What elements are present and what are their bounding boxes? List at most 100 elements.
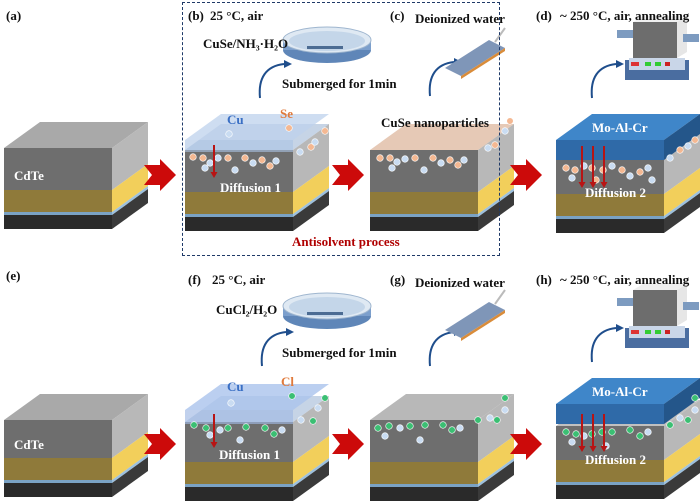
cube-e-glass-front (4, 483, 112, 497)
cube-h-glass-side (664, 459, 700, 499)
diffusion-arrow-f-head (210, 442, 218, 448)
d-se-particle (636, 168, 644, 176)
cap-layer-d-front (556, 140, 664, 160)
flow-arrow-b (258, 63, 285, 99)
annealing-furnace-d-tube-right (683, 34, 699, 42)
cuse-nanoparticles-label: CuSe nanoparticles (381, 115, 489, 130)
b-cu-particle (225, 130, 233, 138)
annealing-furnace-d-chamber-front (633, 22, 677, 58)
cube-g-glass-front (370, 487, 478, 501)
f-cu-particle (216, 426, 224, 434)
bottom-e-f-process-arrow (144, 428, 176, 460)
cube-f-cdte-side (293, 396, 329, 462)
cube-c-tco-front (370, 214, 478, 217)
cap-layer-d-top (556, 114, 700, 140)
f-cu-particle (297, 416, 305, 424)
diffusion-arrow-d-1-head (578, 182, 586, 188)
h-cu-particle (691, 406, 699, 414)
cube-f-glass-front (185, 487, 293, 501)
cube-d-gold-front (556, 194, 664, 216)
c-se-particle (446, 156, 454, 164)
b-se-particle (224, 154, 232, 162)
diffusion-arrow-h-3-head (600, 446, 608, 452)
b-se-particle (307, 143, 315, 151)
g-cl-particle (421, 421, 429, 429)
cube-a-tco-front (4, 212, 112, 215)
b-se-particle (189, 153, 197, 161)
cap-layer-h-top (556, 378, 700, 404)
rinsed-sample-c-edge (461, 48, 505, 79)
panel-f-condition: 25 °C, air (212, 272, 266, 287)
diffusion-arrow-d-2-head (589, 182, 597, 188)
f-cu-particle (314, 404, 322, 412)
b-se-particle (258, 156, 266, 164)
antisolvent-process-caption: Antisolvent process (292, 234, 400, 249)
h-cl-particle (636, 432, 644, 440)
cap-layer-h-side (664, 378, 700, 424)
g-cl-particle (406, 422, 414, 430)
cube-a-cdte-side (112, 122, 148, 190)
cube-c-glass-side (478, 191, 514, 231)
flow-arrow-d-head (616, 60, 624, 68)
f-cl-particle (190, 421, 198, 429)
annealing-furnace-h-button-3 (665, 330, 670, 334)
f-cl-particle (224, 424, 232, 432)
d-cu-particle (568, 174, 576, 182)
panel-c-label: (c) (390, 8, 405, 23)
cube-a-gold-side (112, 164, 148, 212)
h-cl-particle (572, 430, 580, 438)
cube-d-tco-front (556, 216, 664, 219)
g-cu-particle (396, 424, 404, 432)
panel-g-label: (g) (390, 272, 406, 287)
cube-a-gold-front (4, 190, 112, 212)
annealing-furnace-h-tube-right (683, 302, 699, 310)
cu-ion-label-f: Cu (227, 379, 244, 394)
cube-g-tco-side (478, 458, 514, 487)
diffusion-arrow-h-1-head (578, 446, 586, 452)
g-cu-particle (381, 432, 389, 440)
f-cu-particle (206, 431, 214, 439)
d-cu-particle (648, 176, 656, 184)
cube-b-gold-side (293, 166, 329, 214)
cube-b-solution-film-front (185, 140, 293, 152)
cap-layer-h-front (556, 404, 664, 424)
flow-arrow-c (428, 61, 455, 97)
cube-b-glass-front (185, 217, 293, 231)
flow-arrow-f-head (286, 328, 294, 336)
cube-f-solution-film-front (185, 410, 293, 424)
g-cl-particle (493, 416, 501, 424)
cube-e-cdte-front (4, 420, 112, 458)
d-se-particle (676, 146, 684, 154)
g-cl-particle (385, 422, 393, 430)
diffusion-arrow-b-head (210, 172, 218, 178)
g-cu-particle (416, 436, 424, 444)
panel-g-rinse: Deionized water (415, 275, 505, 290)
g-cu-particle (501, 406, 509, 414)
h-cl-particle (562, 428, 570, 436)
cube-b-solution-film-top (185, 114, 329, 140)
c-cu-particle (501, 127, 509, 135)
cube-b-glass-side (293, 191, 329, 231)
panel-b-step: Submerged for 1min (282, 76, 397, 91)
b-se-particle (321, 127, 329, 135)
antisolvent-process-box (182, 2, 500, 256)
cube-e-tco-front (4, 480, 112, 483)
panel-f-label: (f) (188, 272, 201, 287)
h-cl-particle (626, 426, 634, 434)
cube-e-tco-side (112, 454, 148, 483)
cube-e-gold-front (4, 458, 112, 480)
h-cu-particle (568, 438, 576, 446)
cube-g-glass-side (478, 461, 514, 501)
f-cl-particle (309, 417, 317, 425)
annealing-furnace-h-chamber-top (633, 284, 687, 290)
cube-h-gold-side (664, 434, 700, 482)
diffusion-1-label-f: Diffusion 1 (219, 447, 281, 462)
cube-a-glass-side (112, 189, 148, 229)
cube-g-gold-side (478, 436, 514, 484)
cube-d-glass-front (556, 219, 664, 233)
c-cu-particle (420, 166, 428, 174)
cube-g-top-face (370, 394, 514, 420)
rinsed-sample-c (445, 40, 505, 76)
d-cu-particle (644, 164, 652, 172)
